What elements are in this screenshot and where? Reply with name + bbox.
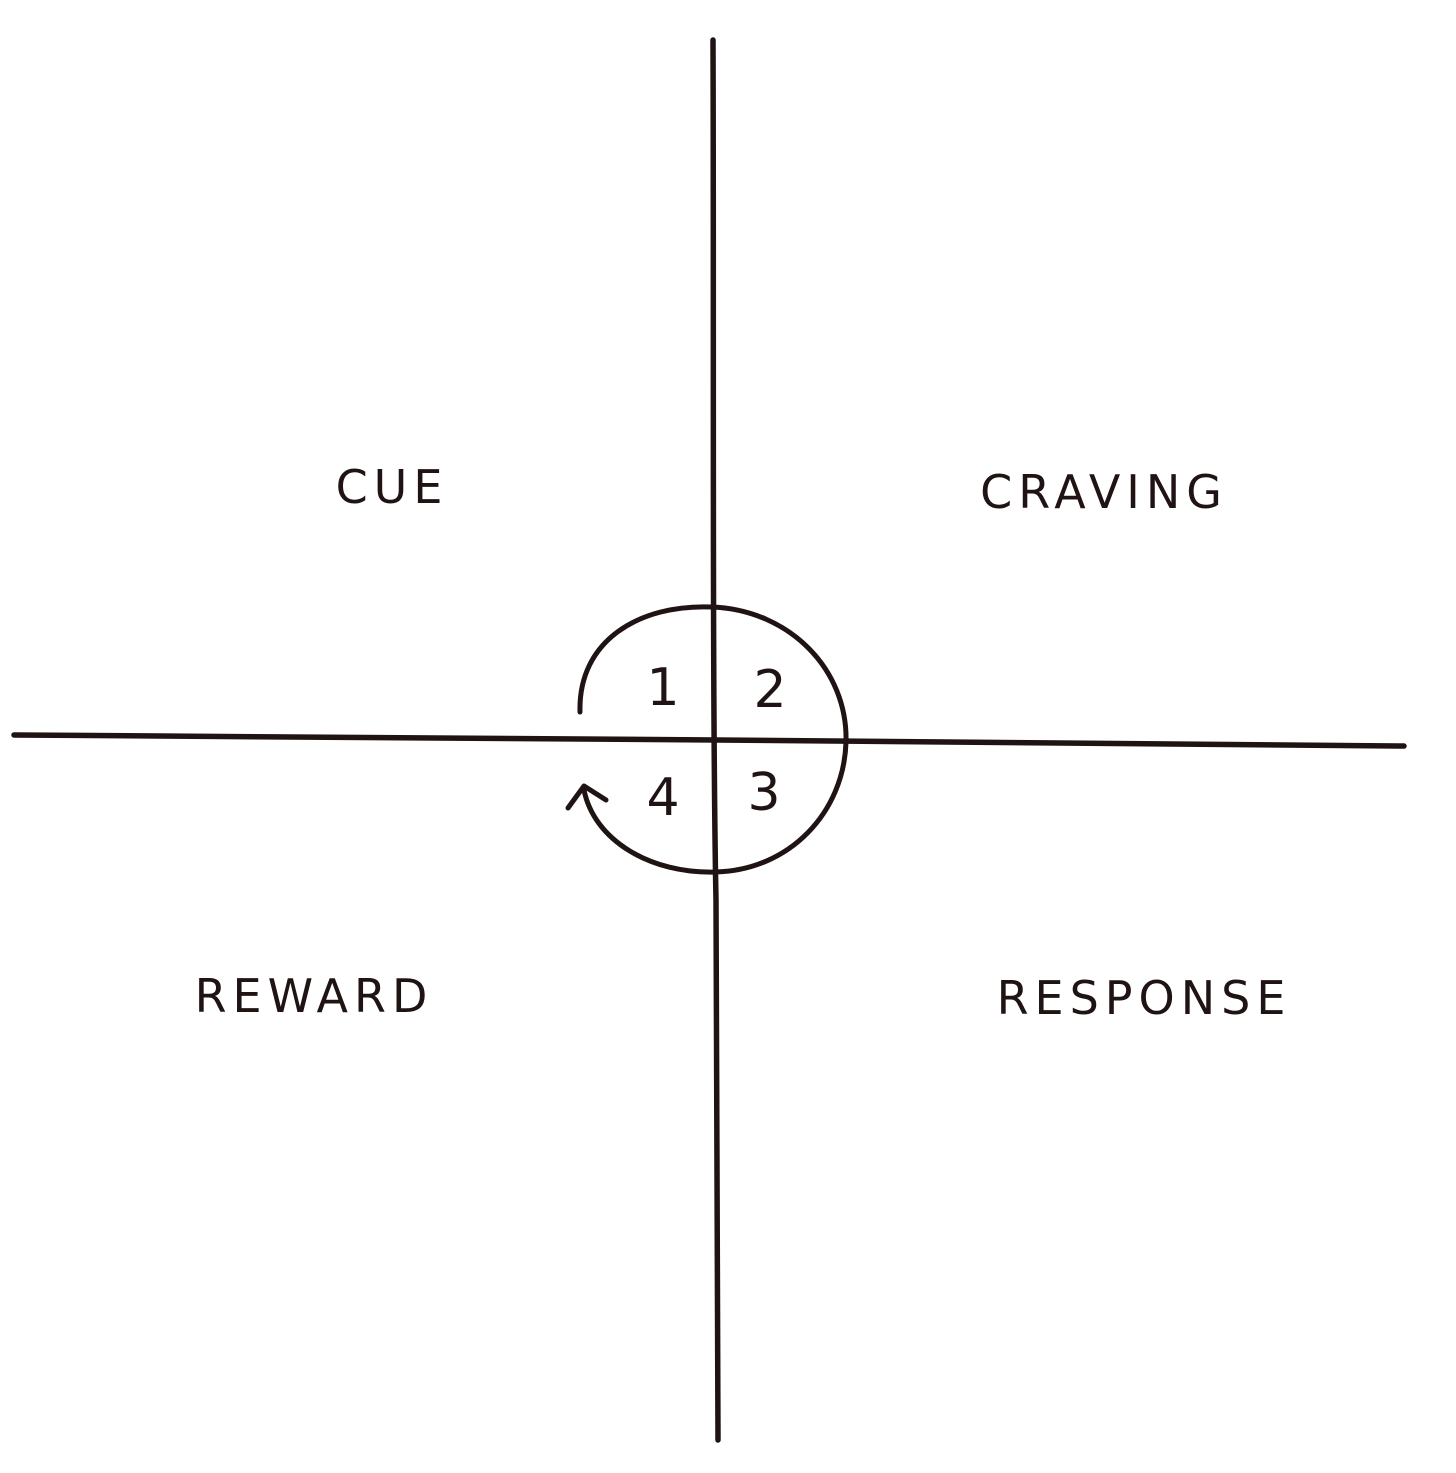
quadrant-label-reward: REWARD xyxy=(195,969,434,1023)
quadrant-label-response: RESPONSE xyxy=(997,971,1292,1025)
quadrant-label-cue: CUE xyxy=(336,460,449,514)
cycle-arrow-icon xyxy=(565,783,609,811)
vertical-axis xyxy=(710,37,721,1443)
quadrant-label-craving: CRAVING xyxy=(980,465,1228,519)
step-number-3: 3 xyxy=(747,763,780,823)
horizontal-axis xyxy=(11,732,1407,749)
step-number-4: 4 xyxy=(646,768,679,828)
cycle-circle xyxy=(577,604,849,875)
step-number-2: 2 xyxy=(753,660,786,720)
step-number-1: 1 xyxy=(646,658,679,718)
